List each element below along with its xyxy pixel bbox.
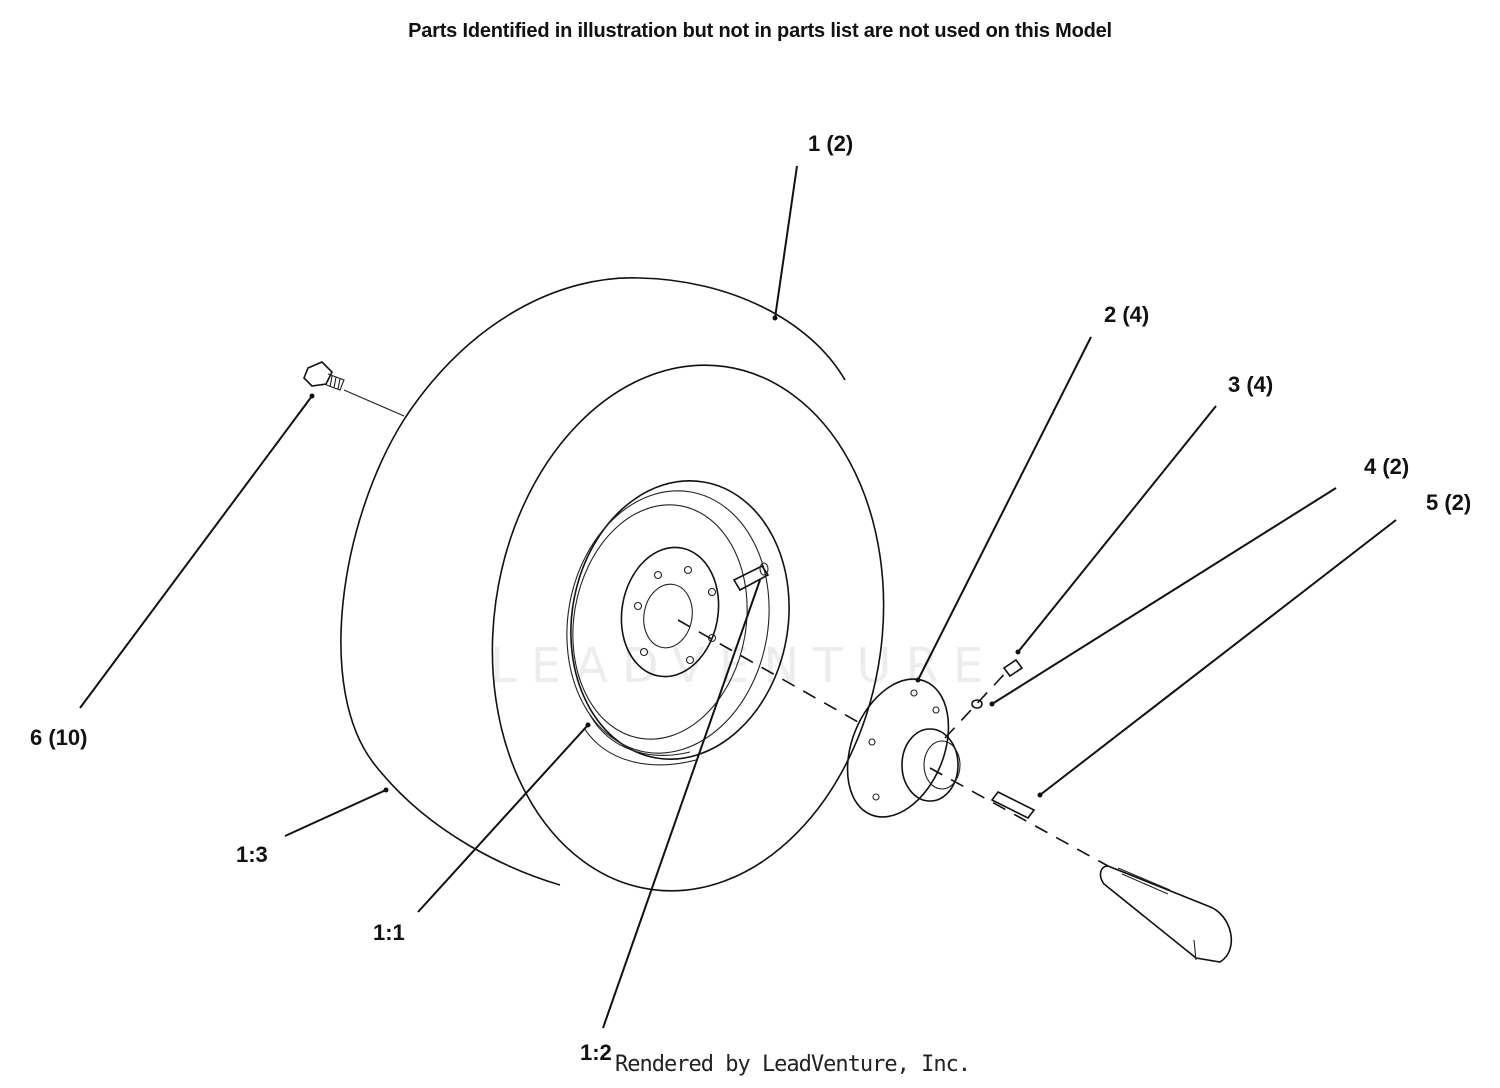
rim [566, 480, 790, 766]
parts-note-header: Parts Identified in illustration but not… [408, 20, 1112, 42]
callout-part-1-2: 1:2 [580, 1040, 612, 1065]
leader-line-part-5 [1039, 519, 1397, 796]
axis-centerline [929, 767, 1109, 867]
render-credit: Rendered by LeadVenture, Inc. [615, 1052, 971, 1077]
leader-line-part-1-1 [417, 724, 589, 913]
callout-part-5: 5 (2) [1426, 490, 1472, 515]
callout-part-4: 4 (2) [1364, 454, 1410, 479]
axis-centerline [677, 619, 859, 723]
bolt-part-6 [303, 361, 345, 391]
leader-line-part-2 [917, 336, 1092, 681]
set-screw-part-3 [1002, 658, 1024, 678]
callout-part-1: 1 (2) [808, 131, 854, 156]
callout-part-1-1: 1:1 [373, 920, 405, 945]
leader-line-bolt [343, 389, 405, 417]
leader-line-part-1 [774, 165, 798, 319]
leader-line-part-3 [1017, 405, 1217, 653]
tire [340, 277, 885, 892]
leader-line-part-1-3 [284, 789, 387, 837]
axle [1099, 865, 1233, 963]
leader-line-part-1-2 [602, 579, 761, 1029]
leader-line-part-6 [79, 395, 313, 709]
hub-part-2 [846, 678, 961, 818]
valve-stem [732, 562, 770, 592]
callout-part-6: 6 (10) [30, 725, 88, 750]
washer-part-4 [971, 699, 983, 709]
leader-dots [309, 315, 1043, 798]
screw-centerline [944, 667, 1011, 739]
callout-part-1-3: 1:3 [236, 842, 268, 867]
leader-line-part-4 [991, 487, 1337, 705]
callout-part-2: 2 (4) [1104, 302, 1150, 327]
key-part-5 [990, 790, 1036, 820]
watermark: LEADVENTURE [490, 638, 998, 694]
callout-part-3: 3 (4) [1228, 372, 1274, 397]
